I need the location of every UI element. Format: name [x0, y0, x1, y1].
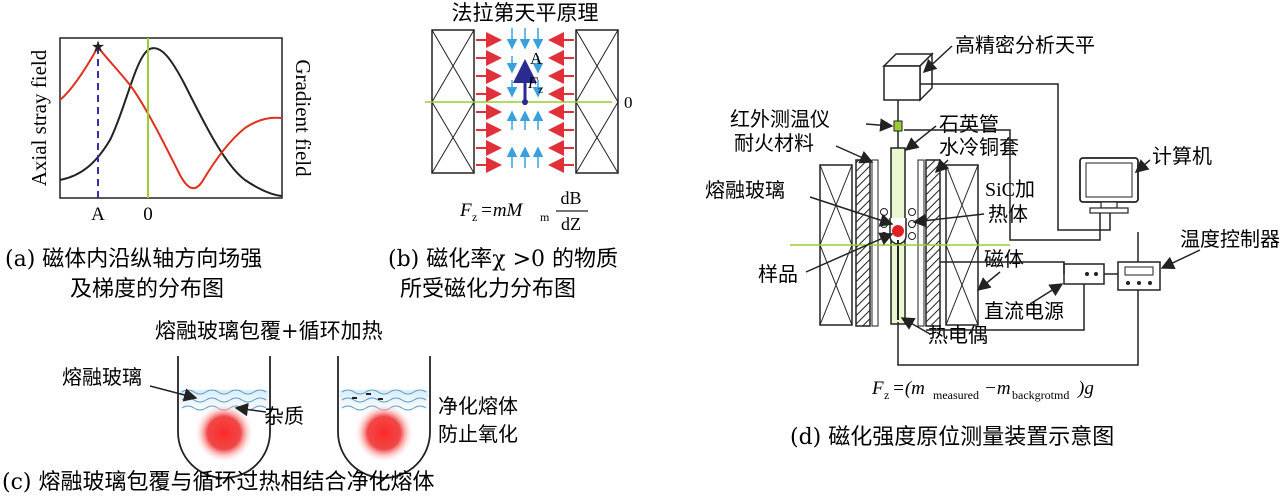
formula-b-mid-sub: m — [540, 210, 550, 224]
formula-b-num: dB — [560, 188, 581, 208]
label-molten-glass-d: 熔融玻璃 — [705, 178, 785, 202]
formula-b-lhs: F — [459, 200, 472, 221]
leader-refractory — [835, 145, 874, 164]
molten-melt-left — [194, 403, 254, 463]
panel-b-label-fz: F — [527, 75, 538, 92]
label-purify-melt: 净化熔体 — [438, 394, 518, 418]
formula-d-sub1: measured — [933, 388, 979, 402]
label-impurity: 杂质 — [264, 404, 304, 428]
temperature-controller — [1117, 261, 1161, 291]
panel-b: 法拉第天平原理 0 — [388, 1, 633, 302]
label-water-copper: 水冷铜套 — [939, 135, 1019, 159]
formula-d-lhs-sub: z — [884, 388, 889, 402]
leader-balance — [922, 45, 953, 74]
tick-zero-label: 0 — [143, 204, 153, 225]
crucible-left — [177, 356, 271, 479]
panel-b-label-a: A — [530, 49, 543, 68]
formula-d-open: =(m — [892, 378, 925, 399]
formula-b-den: dZ — [561, 214, 581, 234]
sample-point-dot — [522, 99, 528, 105]
formula-d-minus: −m — [984, 378, 1011, 399]
leader-magnet — [976, 271, 1001, 291]
red-force-arrows-right — [548, 32, 574, 173]
panel-d: 高精密分析天平 红外测温仪 — [705, 33, 1280, 450]
leader-molten-glass-c — [149, 385, 198, 402]
caption-c: (c) 熔融玻璃包覆与循环过热相结合净化熔体 — [2, 470, 434, 495]
leader-ir — [865, 118, 894, 132]
faraday-balance-title: 法拉第天平原理 — [452, 1, 599, 25]
label-thermocouple: 热电偶 — [928, 323, 988, 347]
molten-melt-right — [354, 403, 414, 463]
formula-d-lhs: F — [871, 378, 884, 399]
caption-b-line1: (b) 磁化率χ >0 的物质 — [388, 247, 618, 272]
label-balance: 高精密分析天平 — [955, 33, 1095, 57]
panel-a: ★ Axial stray field Gradient field A 0 (… — [5, 37, 315, 302]
label-molten-glass-c: 熔融玻璃 — [62, 365, 142, 389]
caption-d: (d) 磁化强度原位测量装置示意图 — [790, 425, 1114, 450]
crucible-right — [337, 356, 431, 479]
leader-molten-glass-d — [809, 196, 894, 227]
leader-water-copper — [934, 158, 950, 174]
formula-b-mid: =mM — [480, 200, 524, 221]
panel-c-title: 熔融玻璃包覆+循环加热 — [155, 319, 383, 343]
label-sic-heater-2: 热体 — [988, 202, 1028, 226]
label-magnet: 磁体 — [984, 247, 1024, 271]
label-computer: 计算机 — [1152, 144, 1212, 168]
ir-sensor — [893, 120, 903, 132]
label-refractory: 耐火材料 — [734, 131, 814, 155]
blue-field-arrows-top — [506, 28, 544, 98]
label-sample: 样品 — [758, 262, 798, 286]
formula-d-close: )g — [1077, 378, 1094, 399]
impurity-specks — [352, 393, 383, 400]
blue-field-arrows-bottom — [506, 110, 544, 168]
panel-b-label-fz-sub: z — [538, 84, 543, 96]
leader-sic — [912, 213, 985, 228]
star-marker-icon: ★ — [91, 37, 105, 56]
leader-temp-controller — [1160, 249, 1201, 269]
leader-computer — [1134, 159, 1151, 173]
leader-sample — [805, 232, 894, 273]
panel-b-formula: F z =mM m dB dZ — [459, 188, 588, 234]
label-anti-oxidation: 防止氧化 — [438, 422, 518, 446]
label-dc-power: 直流电源 — [984, 299, 1064, 323]
dc-power-supply — [1063, 263, 1105, 285]
caption-b-line2: 所受磁化力分布图 — [400, 277, 576, 302]
gradient-field-label: Gradient field — [291, 59, 315, 177]
caption-a-line1: (a) 磁体内沿纵轴方向场强 — [5, 247, 262, 272]
leader-thermocouple — [900, 317, 931, 335]
panel-d-formula: F z =(m measured −m backgrotmd )g — [871, 378, 1094, 402]
connection-wires — [897, 83, 1139, 366]
refractory-right — [917, 159, 925, 327]
copper-jacket-left — [855, 159, 871, 327]
axial-stray-field-label: Axial stray field — [27, 49, 51, 186]
formula-b-lhs-sub: z — [472, 210, 477, 224]
analytical-balance — [882, 52, 934, 102]
copper-jacket-right — [925, 159, 941, 327]
axial-field-curve — [59, 47, 283, 197]
label-quartz-tube: 石英管 — [939, 112, 999, 136]
label-ir-thermometer: 红外测温仪 — [730, 107, 830, 131]
label-temp-controller: 温度控制器 — [1180, 227, 1280, 251]
leader-dc-power — [1029, 283, 1064, 305]
panel-b-zero-label: 0 — [624, 93, 633, 112]
red-force-arrows-left — [476, 32, 502, 173]
formula-d-sub2: backgrotmd — [1012, 388, 1069, 402]
leader-impurity — [234, 402, 267, 417]
panel-c: 熔融玻璃包覆+循环加热 熔融玻璃 杂质 — [2, 319, 518, 495]
tick-a-label: A — [91, 204, 105, 225]
caption-a-line2: 及梯度的分布图 — [70, 277, 224, 302]
gradient-field-curve — [59, 45, 283, 190]
sample-melt — [892, 225, 904, 237]
computer — [1079, 157, 1139, 214]
